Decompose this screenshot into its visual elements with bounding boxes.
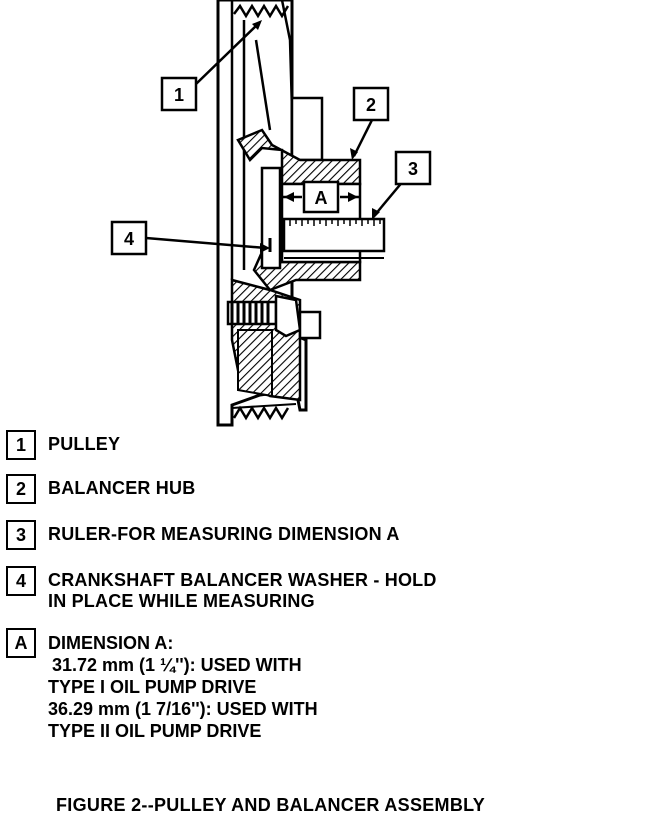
dimension-a-line: 31.72 mm (1 ¼''): USED WITH bbox=[52, 655, 302, 675]
legend-text: RULER-FOR MEASURING DIMENSION A bbox=[48, 524, 400, 544]
figure-caption: FIGURE 2--PULLEY AND BALANCER ASSEMBLY bbox=[56, 795, 486, 815]
callout-1: 1 bbox=[160, 20, 262, 112]
legend-key: 3 bbox=[6, 520, 36, 550]
dimension-a-line: 36.29 mm (1 7/16''): USED WITH bbox=[48, 699, 318, 719]
dimension-a-line: TYPE II OIL PUMP DRIVE bbox=[48, 721, 262, 741]
legend-item-pulley: 1 PULLEY bbox=[6, 430, 120, 460]
legend-item-ruler: 3 RULER-FOR MEASURING DIMENSION A bbox=[6, 520, 400, 550]
dimension-a-title: DIMENSION A: bbox=[48, 633, 174, 653]
legend-key: A bbox=[6, 628, 36, 658]
washer-drawing bbox=[260, 166, 282, 270]
legend-item-washer: 4 CRANKSHAFT BALANCER WASHER - HOLD IN P… bbox=[6, 566, 437, 612]
legend-key: 1 bbox=[6, 430, 36, 460]
legend-key: 2 bbox=[6, 474, 36, 504]
callout-3-label: 3 bbox=[408, 159, 418, 179]
callout-4: 4 bbox=[110, 220, 270, 256]
callout-3: 3 bbox=[372, 150, 432, 220]
legend-text: CRANKSHAFT BALANCER WASHER - HOLD IN PLA… bbox=[48, 570, 437, 611]
legend-key: 4 bbox=[6, 566, 36, 596]
legend-text: PULLEY bbox=[48, 434, 121, 454]
dimension-a-indicator: A bbox=[282, 180, 360, 214]
dimension-a-description: DIMENSION A: 31.72 mm (1 ¼''): USED WITH… bbox=[48, 632, 318, 742]
callout-1-label: 1 bbox=[174, 85, 184, 105]
callout-2-label: 2 bbox=[366, 95, 376, 115]
legend-text: BALANCER HUB bbox=[48, 478, 196, 498]
dimension-a-tag: A bbox=[315, 188, 328, 208]
dimension-a-line: TYPE I OIL PUMP DRIVE bbox=[48, 677, 257, 697]
callout-2: 2 bbox=[350, 86, 390, 160]
ruler-drawing bbox=[282, 217, 386, 259]
callout-4-label: 4 bbox=[124, 229, 134, 249]
legend-item-dimension-a: A DIMENSION A: 31.72 mm (1 ¼''): USED WI… bbox=[6, 628, 318, 742]
legend-item-balancer-hub: 2 BALANCER HUB bbox=[6, 474, 195, 504]
pulley-balancer-diagram: A 1 2 3 4 bbox=[110, 0, 432, 427]
